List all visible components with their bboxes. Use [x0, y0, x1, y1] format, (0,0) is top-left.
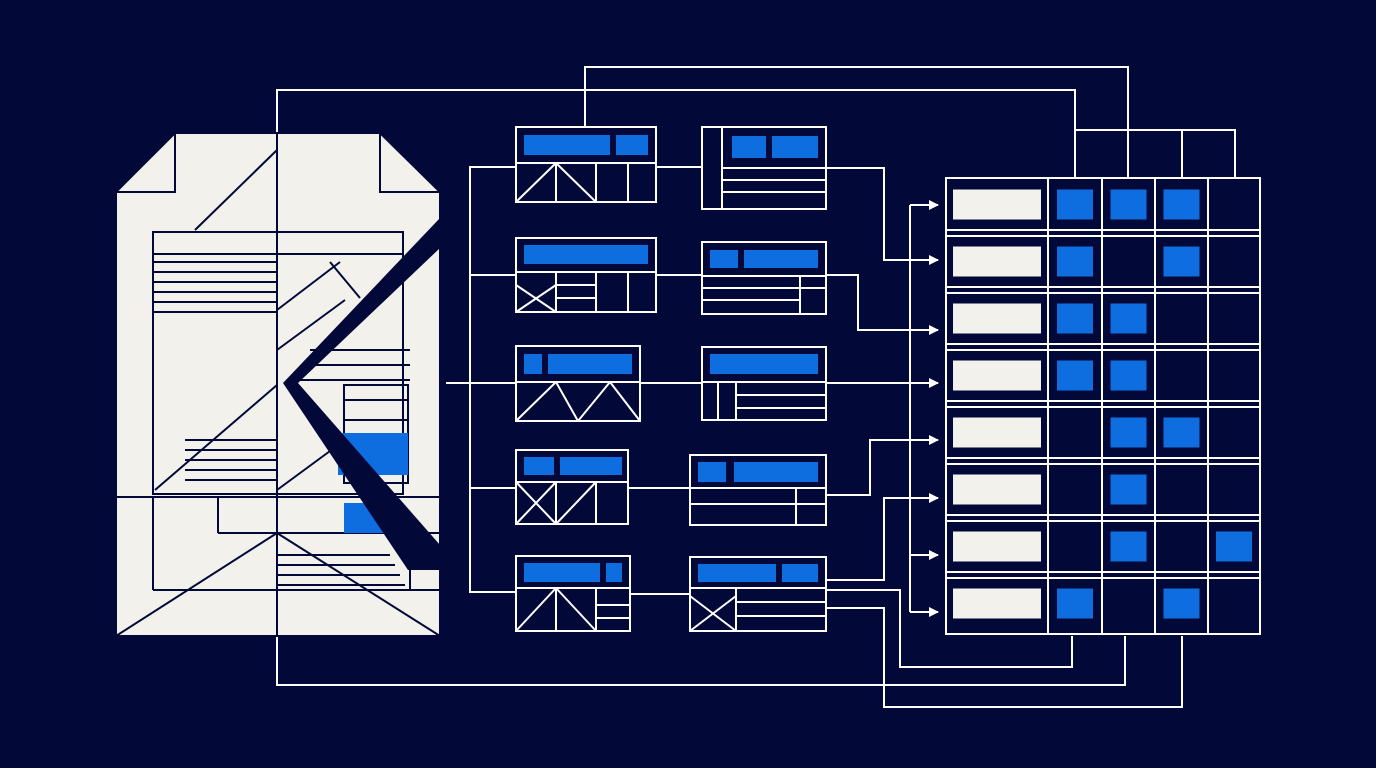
table-row-label	[953, 588, 1041, 619]
table-cell-filled	[1110, 474, 1147, 505]
table-cell-filled	[1057, 303, 1093, 334]
source-document	[115, 132, 441, 637]
extraction-cards-right	[689, 126, 827, 632]
table-row-label	[953, 474, 1041, 505]
table-cell-filled	[1110, 303, 1147, 334]
table-cells	[953, 189, 1252, 619]
table-cell-filled	[1163, 588, 1200, 619]
table-row-label	[953, 189, 1041, 220]
table-cell-filled	[1163, 189, 1200, 220]
output-table	[945, 177, 1261, 635]
document-split	[283, 218, 440, 570]
table-cell-filled	[1057, 588, 1093, 619]
feedback-lines	[276, 66, 1236, 708]
table-row-label	[953, 417, 1041, 448]
table-row-label	[953, 360, 1041, 391]
table-cell-filled	[1110, 417, 1147, 448]
card-to-table-connectors	[826, 167, 939, 617]
table-cell-filled	[1110, 360, 1147, 391]
document-to-cards-connectors	[446, 166, 516, 593]
extraction-cards-left	[515, 126, 657, 632]
table-cell-filled	[1057, 246, 1093, 277]
table-row-label	[953, 531, 1041, 562]
table-cell-filled	[1216, 531, 1252, 562]
card-to-card-connectors	[628, 166, 702, 595]
table-row-label	[953, 246, 1041, 277]
table-cell-filled	[1110, 531, 1147, 562]
table-row-label	[953, 303, 1041, 334]
table-cell-filled	[1057, 360, 1093, 391]
table-cell-filled	[1163, 246, 1200, 277]
table-cell-filled	[1163, 417, 1200, 448]
extraction-cards-left-highlights	[524, 135, 648, 582]
table-cell-filled	[1057, 189, 1093, 220]
table-grid	[946, 178, 1260, 634]
table-cell-filled	[1110, 189, 1147, 220]
extraction-cards-right-highlights	[698, 136, 818, 582]
